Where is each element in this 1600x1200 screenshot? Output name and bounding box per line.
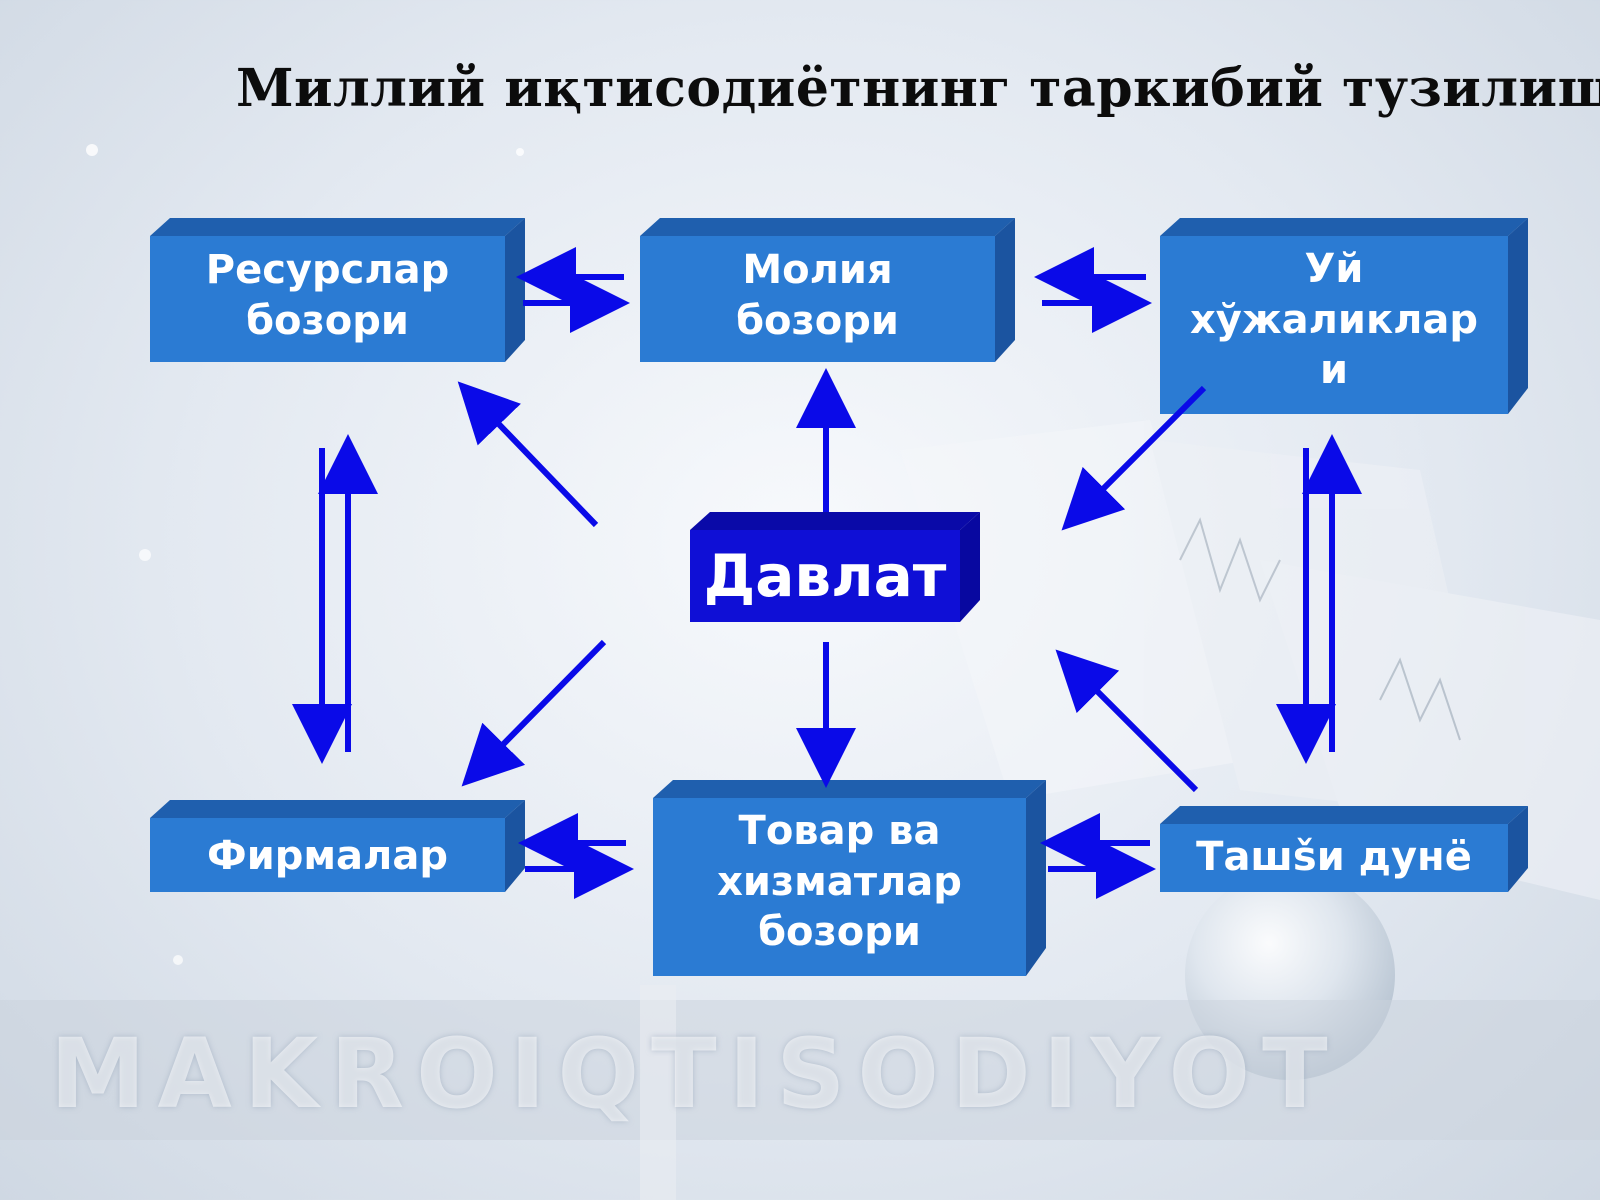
arrow-state-to-firms	[461, 639, 607, 787]
goods-market-line1: Товар ва	[738, 807, 941, 854]
resource-market-line1: Ресурслар	[205, 247, 450, 294]
state-label: Давлат	[703, 542, 947, 611]
firms-box-shape	[150, 800, 525, 892]
background-watermark: MAKROIQTISODIYOT	[50, 1018, 1340, 1130]
goods-market-line3: бозори	[758, 909, 921, 956]
state-box-shape	[690, 512, 980, 622]
households-line1: Уй	[1304, 245, 1364, 292]
resource-market-line2: бозори	[246, 298, 409, 344]
arrow-state-to-resources	[457, 381, 599, 528]
households-box-shape	[1160, 218, 1528, 414]
foreign-world-box-shape	[1160, 806, 1528, 892]
goods-market-line2: хизматлар	[717, 858, 962, 905]
households-line2: хўжаликлар	[1189, 296, 1479, 343]
financial-market-line2: бозори	[736, 298, 899, 344]
arrow-foreign-to-state	[1055, 649, 1199, 793]
financial-market-box-shape	[640, 218, 1015, 362]
households-line3: и	[1319, 347, 1348, 394]
diagram-title: Миллий иқтисодиётнинг таркибий тузилиши	[236, 58, 1600, 119]
resource-market-box-shape	[150, 218, 525, 362]
arrow-households-to-state	[1061, 385, 1207, 531]
goods-market-box-shape	[653, 780, 1046, 976]
foreign-world-label: Ташšи дунё	[1196, 833, 1472, 880]
firms-label: Фирмалар	[207, 832, 448, 879]
financial-market-line1: Молия	[742, 247, 893, 294]
